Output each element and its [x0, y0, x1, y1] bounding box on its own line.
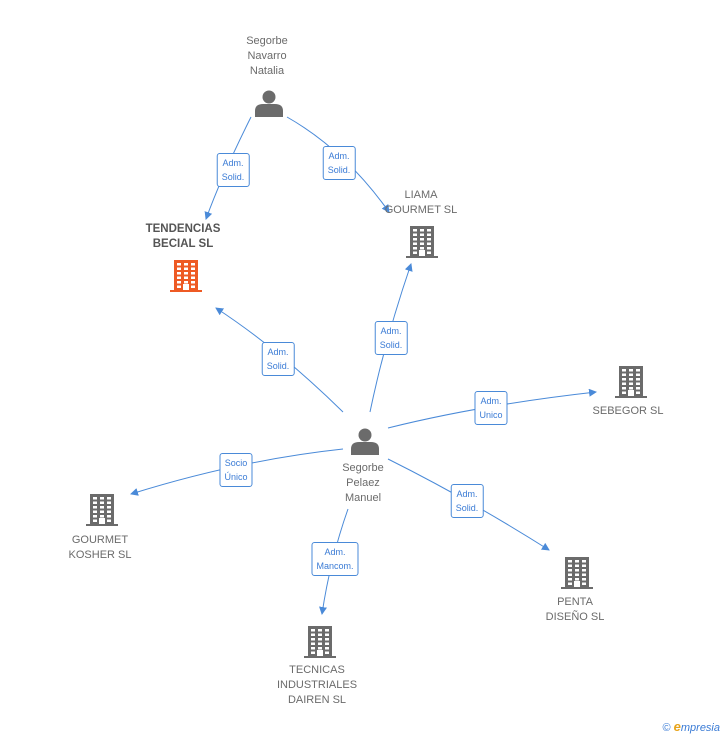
edge-label-segorbe-pelaez-to-tecnicas[interactable]: Adm. Mancom. [311, 542, 359, 576]
edge-label-segorbe-pelaez-to-liama[interactable]: Adm. Solid. [374, 321, 408, 355]
building-icon[interactable] [170, 260, 202, 292]
node-label-sebegor[interactable]: SEBEGOR SL [592, 405, 664, 417]
node-label-liama[interactable]: LIAMA GOURMET SL [384, 189, 458, 216]
node-label-segorbe-pelaez[interactable]: Segorbe Pelaez Manuel [342, 462, 384, 504]
building-icon[interactable] [561, 557, 593, 589]
edge-label-segorbe-pelaez-to-tendencias[interactable]: Adm. Solid. [261, 342, 295, 376]
node-label-penta[interactable]: PENTA DISEÑO SL [545, 596, 605, 623]
copyright-symbol: © [662, 722, 671, 734]
footer-brand: ©empresia [663, 719, 720, 734]
node-label-segorbe-navarro[interactable]: Segorbe Navarro Natalia [246, 35, 288, 77]
person-icon[interactable] [351, 428, 379, 456]
building-icon[interactable] [304, 626, 336, 658]
edge-label-segorbe-navarro-to-liama[interactable]: Adm. Solid. [322, 146, 356, 180]
edge-label-segorbe-pelaez-to-gourmet-kosher[interactable]: Socio Único [219, 453, 253, 487]
edge-label-segorbe-pelaez-to-penta[interactable]: Adm. Solid. [450, 484, 484, 518]
brand-name: mpresia [680, 722, 720, 734]
edge-label-segorbe-pelaez-to-sebegor[interactable]: Adm. Unico [474, 391, 508, 425]
brand-initial: e [673, 719, 681, 734]
node-label-tecnicas[interactable]: TECNICAS INDUSTRIALES DAIREN SL [276, 664, 358, 706]
node-label-gourmet-kosher[interactable]: GOURMET KOSHER SL [68, 534, 132, 561]
building-icon[interactable] [86, 494, 118, 526]
building-icon[interactable] [615, 366, 647, 398]
person-icon[interactable] [255, 90, 283, 118]
edge-label-segorbe-navarro-to-tendencias[interactable]: Adm. Solid. [216, 153, 250, 187]
node-label-tendencias[interactable]: TENDENCIAS BECIAL SL [145, 223, 221, 250]
building-icon[interactable] [406, 226, 438, 258]
